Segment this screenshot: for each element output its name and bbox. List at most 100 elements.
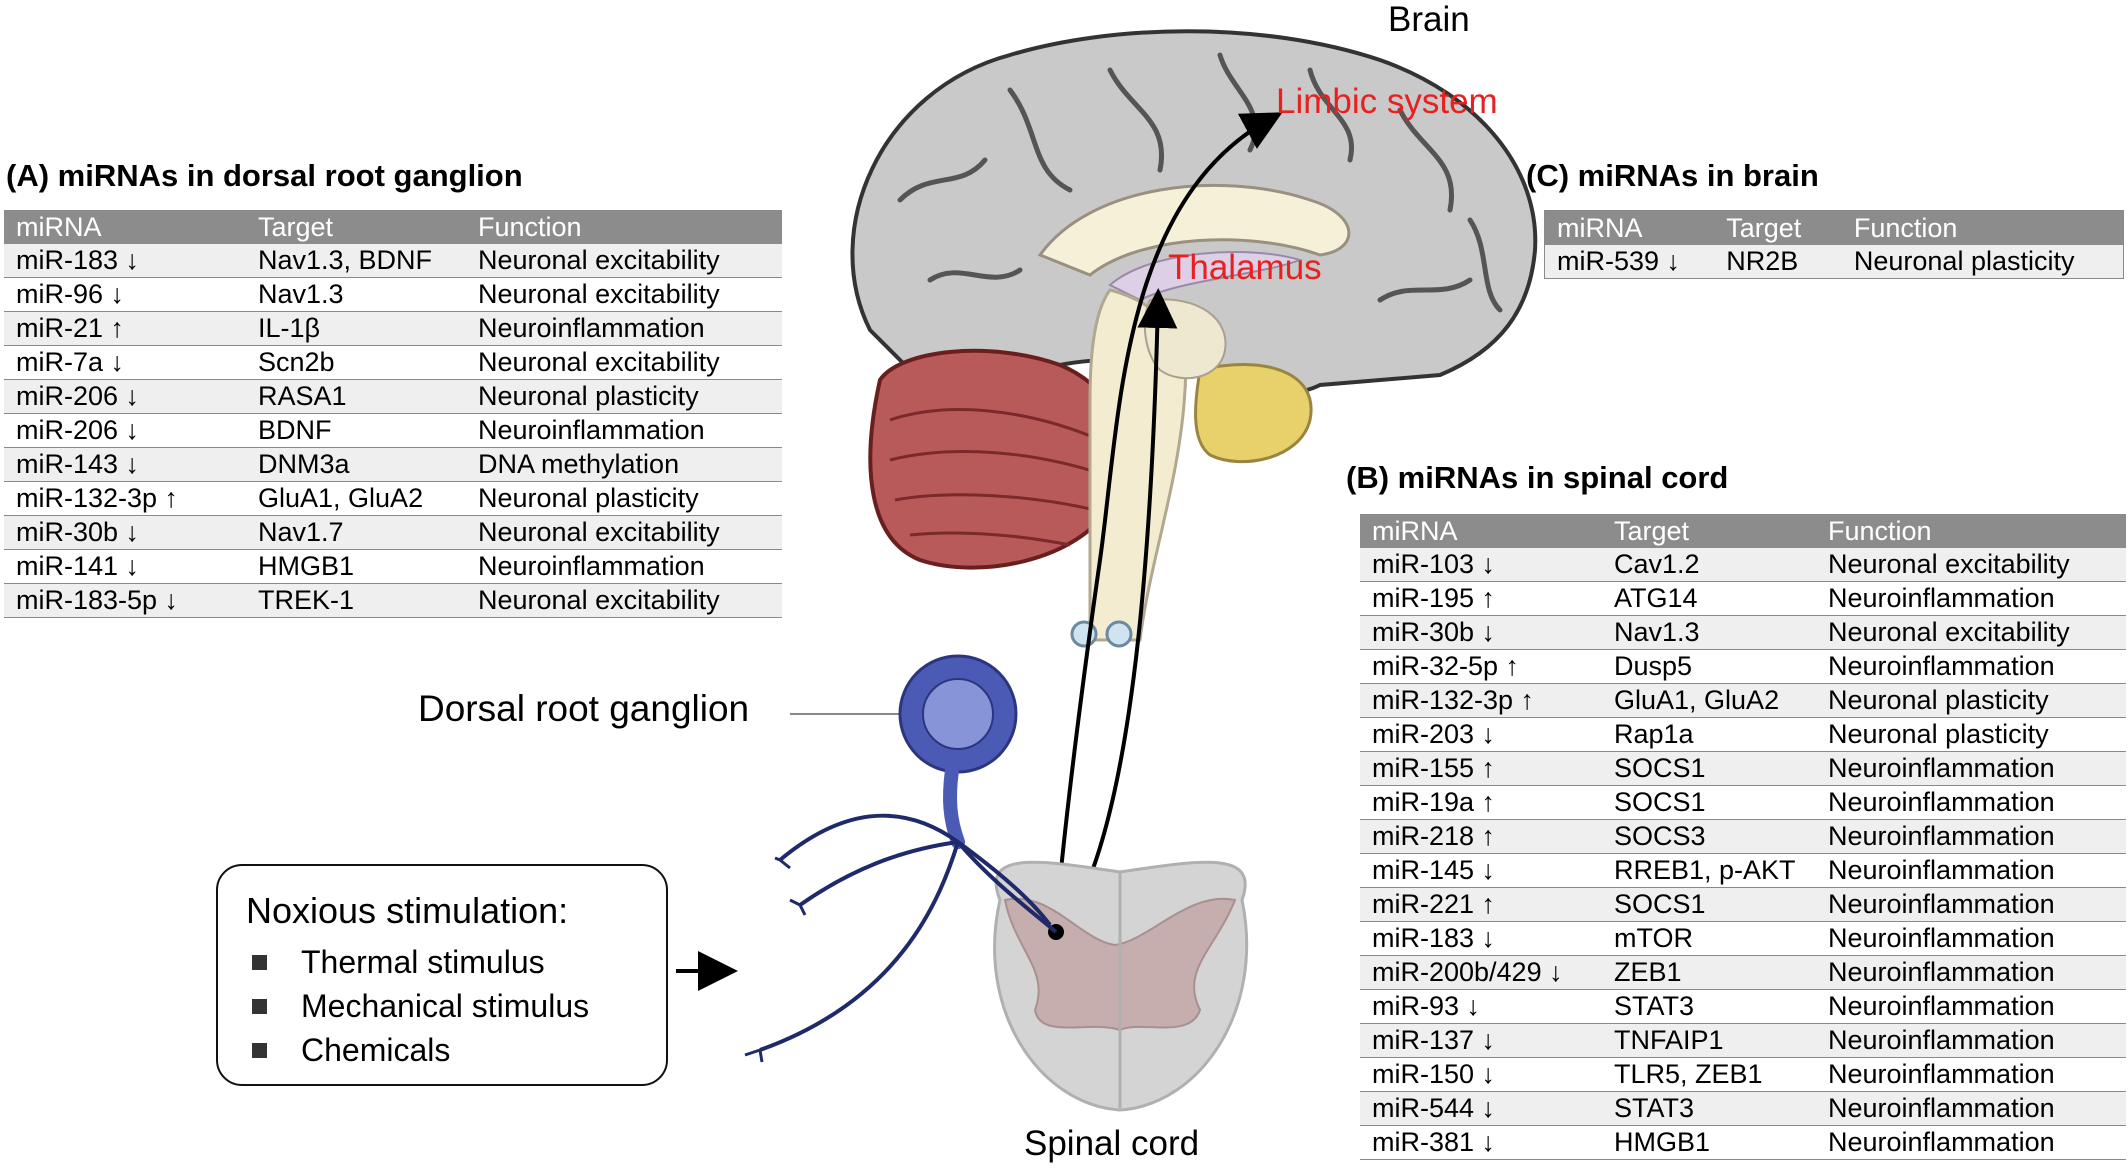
target-cell: TNFAIP1 — [1602, 1023, 1816, 1058]
mirna-cell: miR-150 ↓ — [1360, 1057, 1602, 1092]
function-cell: Neuroinflammation — [1816, 581, 2126, 616]
mirna-cell: miR-143 ↓ — [4, 447, 246, 482]
column-header: Target — [1714, 210, 1842, 245]
target-cell: BDNF — [246, 413, 466, 448]
column-header: Function — [1816, 514, 2126, 548]
function-cell: Neuronal excitability — [466, 345, 782, 380]
function-cell: Neuroinflammation — [1816, 955, 2126, 990]
target-cell: STAT3 — [1602, 1091, 1816, 1126]
dorsal-root-ganglion-label: Dorsal root ganglion — [418, 688, 750, 729]
target-cell: RASA1 — [246, 379, 466, 414]
target-cell: mTOR — [1602, 921, 1816, 956]
function-cell: Neuronal excitability — [466, 583, 782, 618]
nerve-fibers — [759, 813, 1058, 1052]
column-header: miRNA — [1544, 210, 1715, 245]
mirna-cell: miR-381 ↓ — [1360, 1125, 1602, 1160]
table-b-title: (B) miRNAs in spinal cord — [1346, 460, 1729, 495]
column-header: miRNA — [4, 210, 246, 244]
function-cell: Neuroinflammation — [466, 311, 782, 346]
target-cell: SOCS3 — [1602, 819, 1816, 854]
target-cell: ZEB1 — [1602, 955, 1816, 990]
mirna-cell: miR-32-5p ↑ — [1360, 649, 1602, 684]
target-cell: Cav1.2 — [1602, 548, 1816, 582]
target-cell: IL-1β — [246, 311, 466, 346]
function-cell: Neuroinflammation — [1816, 921, 2126, 956]
target-cell: Nav1.3 — [246, 277, 466, 312]
mirna-cell: miR-155 ↑ — [1360, 751, 1602, 786]
stimulus-label: Thermal stimulus — [301, 944, 545, 980]
target-cell: RREB1, p-AKT — [1602, 853, 1816, 888]
function-cell: Neuroinflammation — [1816, 1057, 2126, 1092]
limbic-system-label: Limbic system — [1276, 82, 1498, 121]
mirna-cell: miR-183-5p ↓ — [4, 583, 246, 618]
mirna-cell: miR-96 ↓ — [4, 277, 246, 312]
function-cell: Neuroinflammation — [1816, 785, 2126, 820]
mirna-cell: miR-21 ↑ — [4, 311, 246, 346]
noxious-title: Noxious stimulation: — [246, 890, 569, 931]
function-cell: DNA methylation — [466, 447, 782, 482]
function-cell: Neuroinflammation — [1816, 853, 2126, 888]
function-cell: Neuroinflammation — [466, 549, 782, 584]
column-header: Target — [1602, 514, 1816, 548]
function-cell: Neuronal excitability — [466, 515, 782, 550]
mirna-cell: miR-137 ↓ — [1360, 1023, 1602, 1058]
function-cell: Neuronal excitability — [466, 244, 782, 278]
function-cell: Neuroinflammation — [1816, 887, 2126, 922]
stimulus-label: Chemicals — [301, 1032, 451, 1068]
target-cell: SOCS1 — [1602, 785, 1816, 820]
square-bullet-icon — [252, 1042, 267, 1058]
function-cell: Neuronal excitability — [466, 277, 782, 312]
stimulus-item: Chemicals — [252, 1028, 589, 1072]
square-bullet-icon — [252, 998, 267, 1014]
function-cell: Neuronal plasticity — [466, 481, 782, 516]
function-cell: Neuroinflammation — [1816, 819, 2126, 854]
function-cell: Neuronal plasticity — [1816, 683, 2126, 718]
target-cell: Nav1.3 — [1602, 615, 1816, 650]
target-cell: Nav1.3, BDNF — [246, 244, 466, 278]
mirna-cell: miR-203 ↓ — [1360, 717, 1602, 752]
mirna-cell: miR-30b ↓ — [1360, 615, 1602, 650]
nerve-endings — [744, 856, 807, 1063]
function-cell: Neuronal excitability — [1816, 548, 2126, 582]
mirna-cell: miR-539 ↓ — [1544, 245, 1715, 279]
drg-axon — [943, 763, 965, 849]
stimulus-list: Thermal stimulus Mechanical stimulus Che… — [252, 940, 589, 1072]
mirna-cell: miR-103 ↓ — [1360, 548, 1602, 582]
corpus-callosum — [1037, 183, 1351, 277]
mirna-cell: miR-544 ↓ — [1360, 1091, 1602, 1126]
mirna-cell: miR-132-3p ↑ — [1360, 683, 1602, 718]
mirna-cell: miR-132-3p ↑ — [4, 481, 246, 516]
mirna-cell: miR-195 ↑ — [1360, 581, 1602, 616]
temporal-region — [1194, 363, 1313, 463]
function-cell: Neuronal plasticity — [466, 379, 782, 414]
function-cell: Neuroinflammation — [1816, 649, 2126, 684]
target-cell: HMGB1 — [246, 549, 466, 584]
cerebellum-folia — [889, 408, 1106, 547]
function-cell: Neuronal plasticity — [1816, 717, 2126, 752]
